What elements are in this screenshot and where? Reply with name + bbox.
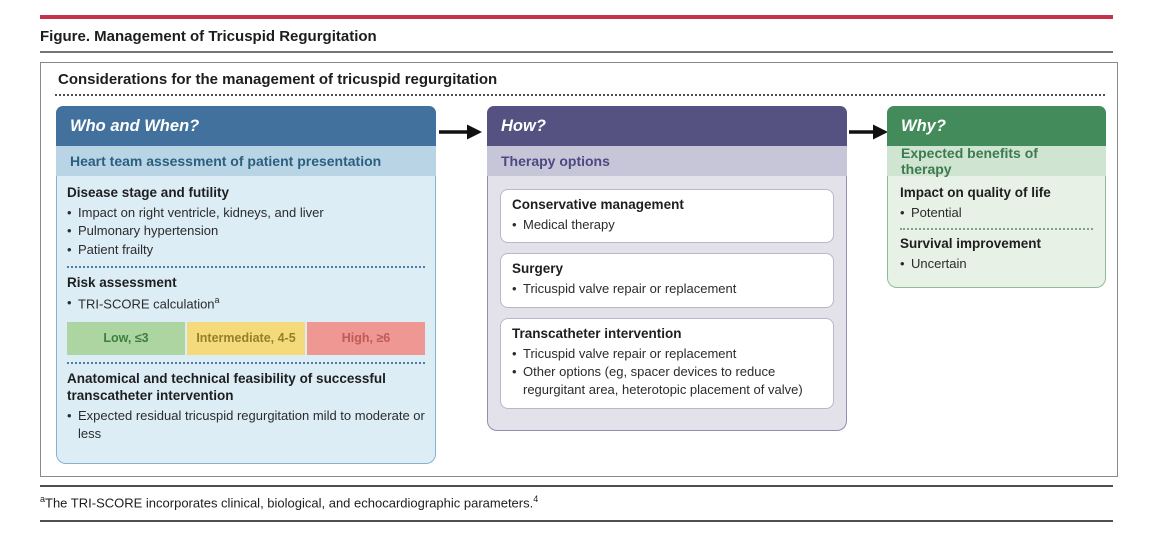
card-bullets: Medical therapy <box>512 216 822 235</box>
arrow-right-icon <box>439 123 483 146</box>
why-subheader: Expected benefits of therapy <box>887 145 1106 177</box>
bullet-item: Tricuspid valve repair or replacement <box>512 345 822 364</box>
column-why: Why? Expected benefits of therapy Impact… <box>887 106 1106 288</box>
title-divider <box>40 51 1113 53</box>
bullet-item: Potential <box>900 204 1093 223</box>
feasibility-bullets: Expected residual tricuspid regurgitatio… <box>67 407 425 444</box>
card-heading: Transcatheter intervention <box>512 325 682 341</box>
survival-bullets: Uncertain <box>900 255 1093 274</box>
risk-assessment-bullets: TRI-SCORE calculationa <box>67 294 425 314</box>
journal-red-rule <box>40 15 1113 19</box>
bullet-item: TRI-SCORE calculationa <box>67 294 425 314</box>
footnote-marker-sup: a <box>214 295 220 306</box>
bullet-item: Expected residual tricuspid regurgitatio… <box>67 407 425 444</box>
tri-score-intermediate-segment: Intermediate, 4-5 <box>187 321 305 355</box>
therapy-card-transcatheter: Transcatheter intervention Tricuspid val… <box>500 317 834 409</box>
why-header: Why? <box>887 106 1106 146</box>
bullet-item: Tricuspid valve repair or replacement <box>512 280 822 299</box>
why-body: Impact on quality of life Potential Surv… <box>887 176 1106 288</box>
arrow-right-icon <box>849 123 889 146</box>
dotted-separator <box>67 361 425 364</box>
bullet-item: Impact on right ventricle, kidneys, and … <box>67 204 425 223</box>
who-when-header: Who and When? <box>56 106 436 146</box>
how-subheader: Therapy options <box>487 146 847 176</box>
panel-title-dotted-divider <box>55 94 1105 96</box>
figure-title: Figure. Management of Tricuspid Regurgit… <box>40 28 377 45</box>
considerations-panel: Considerations for the management of tri… <box>40 62 1118 477</box>
quality-of-life-bullets: Potential <box>900 204 1093 223</box>
bullet-item: Uncertain <box>900 255 1093 274</box>
footnote-marker: a <box>40 494 46 504</box>
how-body: Conservative management Medical therapy … <box>487 176 847 431</box>
bullet-item: Medical therapy <box>512 216 822 235</box>
how-header: How? <box>487 106 847 146</box>
quality-of-life-heading: Impact on quality of life <box>900 185 1051 200</box>
disease-stage-heading: Disease stage and futility <box>67 185 230 200</box>
who-when-body: Disease stage and futility Impact on rig… <box>56 176 436 464</box>
column-who-and-when: Who and When? Heart team assessment of p… <box>56 106 436 464</box>
who-when-subheader: Heart team assessment of patient present… <box>56 146 436 176</box>
dotted-separator <box>900 228 1093 231</box>
survival-heading: Survival improvement <box>900 236 1042 252</box>
footnote: aThe TRI-SCORE incorporates clinical, bi… <box>40 494 538 510</box>
risk-assessment-heading: Risk assessment <box>67 275 177 291</box>
bullet-item: Other options (eg, spacer devices to red… <box>512 363 822 400</box>
panel-title: Considerations for the management of tri… <box>58 71 498 88</box>
card-heading: Conservative management <box>512 197 684 212</box>
disease-stage-bullets: Impact on right ventricle, kidneys, and … <box>67 204 425 260</box>
card-bullets: Tricuspid valve repair or replacement Ot… <box>512 345 822 400</box>
tri-score-bar: Low, ≤3 Intermediate, 4-5 High, ≥6 <box>67 321 425 355</box>
footnote-citation: 4 <box>533 494 539 504</box>
footnote-divider-bottom <box>40 520 1113 522</box>
bullet-item: Patient frailty <box>67 241 425 260</box>
card-bullets: Tricuspid valve repair or replacement <box>512 280 822 299</box>
bullet-item: Pulmonary hypertension <box>67 222 425 241</box>
risk-bullet-text: TRI-SCORE calculation <box>78 296 215 312</box>
footnote-text: The TRI-SCORE incorporates clinical, bio… <box>45 495 534 511</box>
footnote-divider-top <box>40 485 1113 487</box>
feasibility-heading: Anatomical and technical feasibility of … <box>67 370 386 403</box>
card-heading: Surgery <box>512 261 564 277</box>
tri-score-low-segment: Low, ≤3 <box>67 321 185 355</box>
therapy-card-conservative: Conservative management Medical therapy <box>500 189 834 244</box>
tri-score-high-segment: High, ≥6 <box>307 321 425 355</box>
column-how: How? Therapy options Conservative manage… <box>487 106 847 431</box>
therapy-card-surgery: Surgery Tricuspid valve repair or replac… <box>500 253 834 308</box>
dotted-separator <box>67 266 425 269</box>
